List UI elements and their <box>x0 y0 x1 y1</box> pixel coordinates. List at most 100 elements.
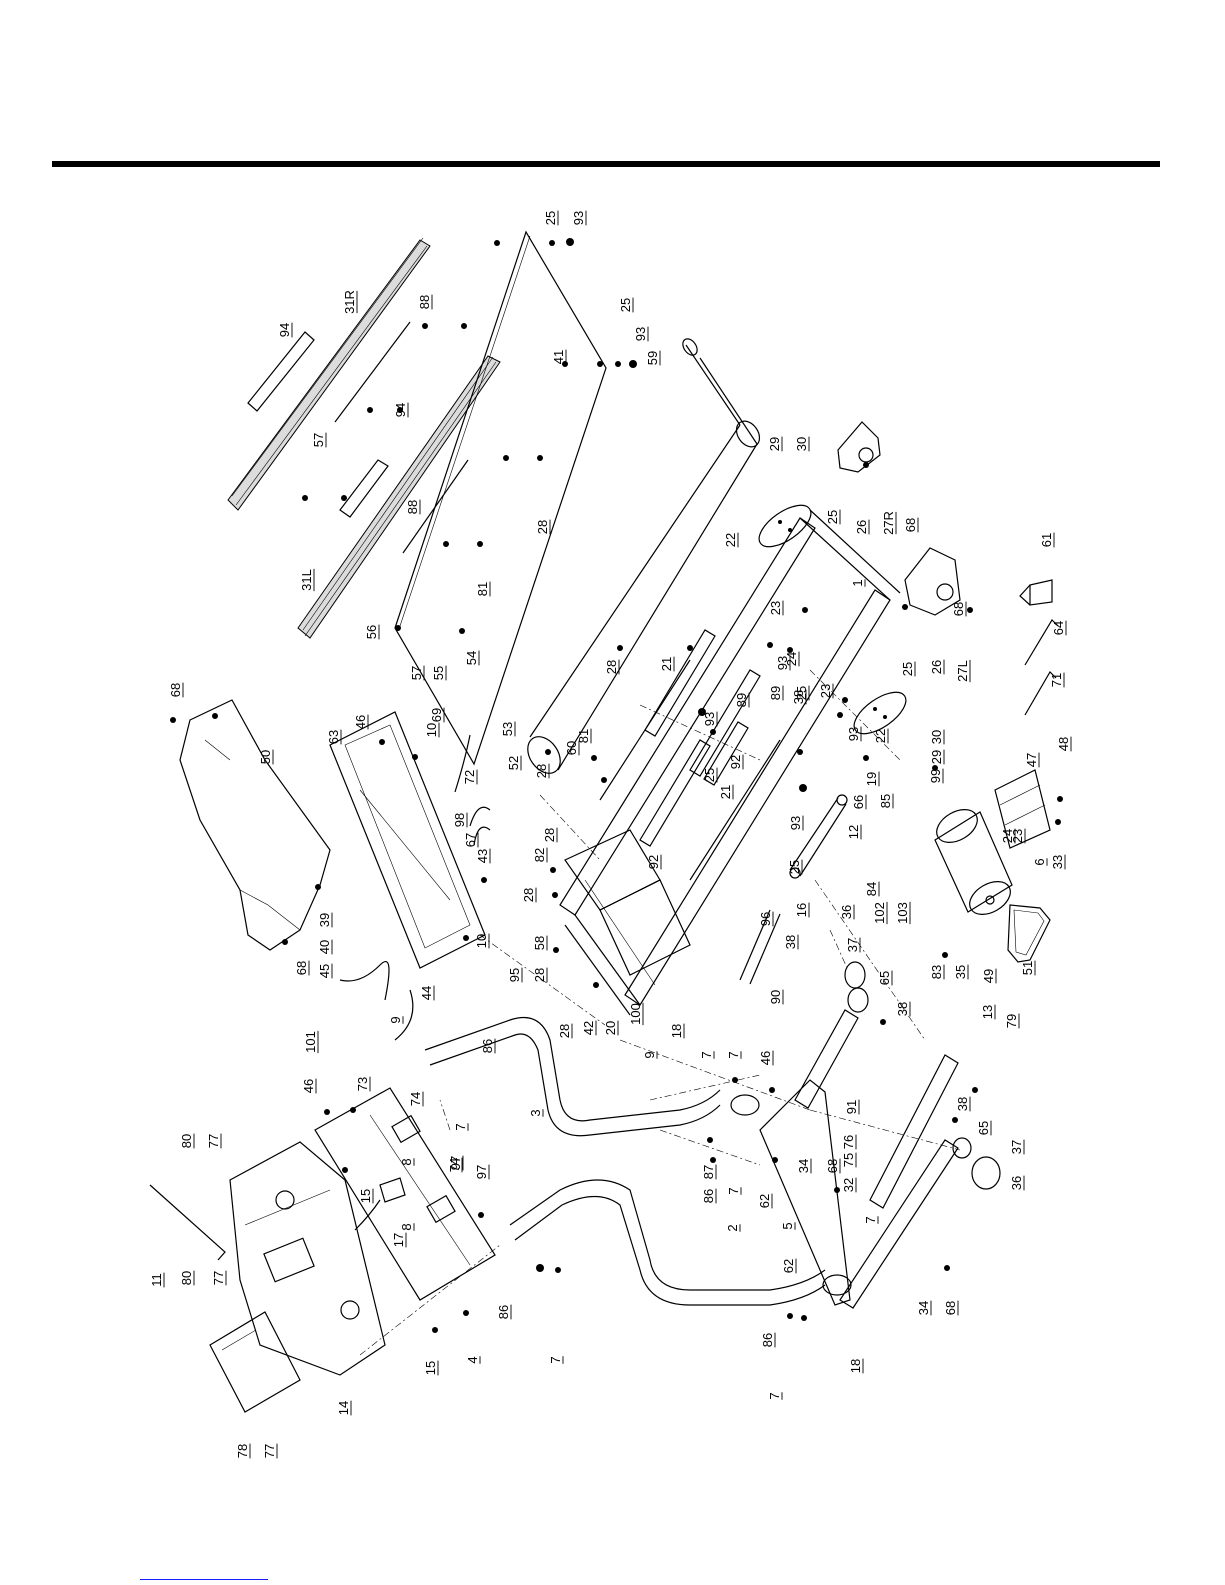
callout-number: 42 <box>581 1021 596 1035</box>
part-callout: 7 <box>863 1216 879 1224</box>
callout-number: 44 <box>419 986 434 1000</box>
part-callout: 36 <box>839 904 855 920</box>
part-callout: 1 <box>850 579 866 587</box>
part-callout: 10 <box>474 933 490 949</box>
part-callout: 80 <box>179 1133 195 1149</box>
callout-number: 26 <box>854 520 869 534</box>
part-callout: 39 <box>317 912 333 928</box>
part-callout: 94 <box>277 322 293 338</box>
part-callout: 35 <box>953 964 969 980</box>
callout-number: 89 <box>734 693 749 707</box>
callout-number: 7 <box>863 1216 878 1223</box>
callout-number: 74 <box>447 1158 462 1172</box>
part-callout: 67 <box>463 832 479 848</box>
callout-number: 25 <box>900 662 915 676</box>
part-callout: 32 <box>841 1177 857 1193</box>
base-tube-drawing <box>759 1009 959 1309</box>
callout-number: 18 <box>848 1359 863 1373</box>
part-callout: 68 <box>825 1158 841 1174</box>
part-callout: 14 <box>336 1400 352 1416</box>
callout-number: 20 <box>603 1021 618 1035</box>
part-callout: 44 <box>419 985 435 1001</box>
callout-number: 45 <box>317 964 332 978</box>
console-drawing <box>229 1141 386 1376</box>
side-rail-right-drawing <box>227 237 431 511</box>
callout-number: 93 <box>571 211 586 225</box>
callout-number: 25 <box>825 510 840 524</box>
part-callout: 91 <box>844 1099 860 1115</box>
part-callout: 86 <box>496 1304 512 1320</box>
callout-number: 76 <box>841 1135 856 1149</box>
callout-number: 99 <box>928 769 943 783</box>
part-callout: 80 <box>179 1270 195 1286</box>
main-frame-drawing <box>559 509 901 1016</box>
part-callout: 38 <box>895 1001 911 1017</box>
side-rail-left-drawing <box>297 355 501 639</box>
part-callout: 37 <box>1009 1139 1025 1155</box>
callout-number: 8 <box>399 1223 414 1230</box>
part-callout: 88 <box>405 499 421 515</box>
part-callout: 45 <box>317 963 333 979</box>
part-callout: 25 <box>787 859 803 875</box>
keypad-drawing <box>149 1184 301 1413</box>
part-callout: 7 <box>767 1392 783 1400</box>
callout-number: 68 <box>825 1159 840 1173</box>
callout-number: 24 <box>784 652 799 666</box>
part-callout: 30 <box>929 729 945 745</box>
callout-number: 93 <box>775 656 790 670</box>
part-callout: 11 <box>149 1272 165 1288</box>
part-callout: 28 <box>604 659 620 675</box>
part-callout: 77 <box>211 1270 227 1286</box>
callout-number: 93 <box>846 727 861 741</box>
part-callout: 19 <box>864 771 880 787</box>
part-callout: 25 <box>794 685 810 701</box>
part-callout: 93 <box>702 711 718 727</box>
part-callout: 76 <box>841 1134 857 1150</box>
callout-number: 37 <box>1009 1140 1024 1154</box>
part-callout: 41 <box>551 349 567 365</box>
callout-number: 7 <box>726 1051 741 1058</box>
part-callout: 21 <box>659 656 675 672</box>
part-callout: 29 <box>767 436 783 452</box>
callout-number: 9 <box>388 1016 403 1023</box>
part-callout: 56 <box>364 624 380 640</box>
callout-number: 100 <box>628 1003 643 1025</box>
wire-harness-drawing <box>339 734 491 1041</box>
part-callout: 65 <box>877 970 893 986</box>
callout-number: 61 <box>1039 533 1054 547</box>
drive-motor-drawing <box>934 809 1051 963</box>
part-callout: 31L <box>299 568 315 592</box>
callout-number: 7 <box>726 1187 741 1194</box>
callout-number: 34 <box>796 1159 811 1173</box>
part-callout: 93 <box>846 726 862 742</box>
part-callout: 68 <box>943 1300 959 1316</box>
callout-number: 46 <box>758 1051 773 1065</box>
callout-number: 41 <box>551 350 566 364</box>
part-callout: 18 <box>669 1023 685 1039</box>
callout-number: 74 <box>408 1092 423 1106</box>
part-callout: 4 <box>465 1356 481 1364</box>
callout-number: 77 <box>262 1444 277 1458</box>
part-callout: 77 <box>262 1443 278 1459</box>
callout-number: 89 <box>768 686 783 700</box>
callout-number: 52 <box>506 756 521 770</box>
callout-number: 14 <box>336 1401 351 1415</box>
callout-number: 73 <box>355 1077 370 1091</box>
part-callout: 73 <box>355 1076 371 1092</box>
part-callout: 68 <box>294 960 310 976</box>
part-callout: 79 <box>1004 1013 1020 1029</box>
callout-number: 88 <box>417 295 432 309</box>
part-callout: 89 <box>734 692 750 708</box>
part-callout: 93 <box>633 326 649 342</box>
callout-number: 93 <box>633 327 648 341</box>
console-tray-drawing <box>329 711 486 969</box>
callout-number: 43 <box>475 849 490 863</box>
part-callout: 57 <box>409 665 425 681</box>
callout-number: 65 <box>877 971 892 985</box>
callout-number: 28 <box>542 828 557 842</box>
callout-number: 62 <box>757 1194 772 1208</box>
part-callout: 38 <box>955 1096 971 1112</box>
callout-number: 28 <box>534 764 549 778</box>
callout-number: 38 <box>783 935 798 949</box>
part-callout: 93 <box>775 655 791 671</box>
